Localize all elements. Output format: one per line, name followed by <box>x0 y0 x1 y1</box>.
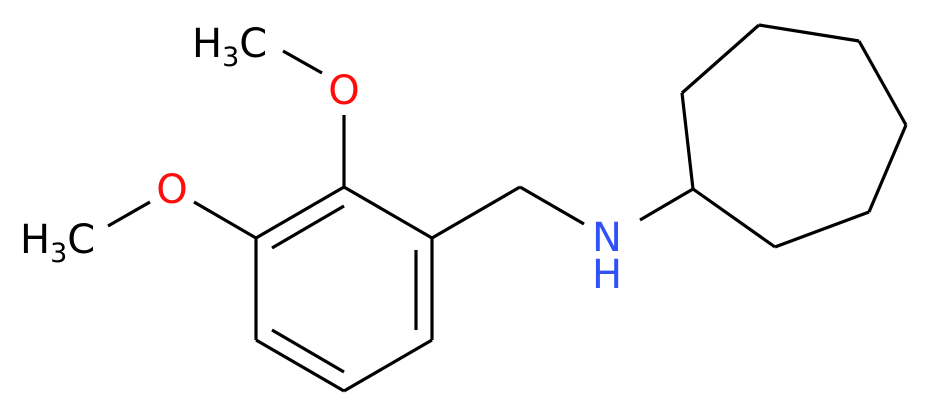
atom-labels: H3C O O H3C N H <box>20 21 622 298</box>
bond-hept-4 <box>857 40 908 126</box>
methyl-left-label: H3C <box>20 217 95 269</box>
bond-ring-inner-bottom <box>271 328 345 374</box>
bond-ring-inner-top <box>271 204 345 250</box>
bond-ring-top-right <box>343 185 433 240</box>
bond-ring-ch2 <box>431 185 521 240</box>
bond-o-left-ch3 <box>107 200 151 228</box>
nitrogen-label: N <box>592 215 622 261</box>
bond-ch2-n <box>519 185 585 226</box>
bond-hept-7 <box>692 187 776 249</box>
bond-hept-6 <box>774 210 870 249</box>
oxygen-top-label: O <box>328 68 359 114</box>
nitrogen-hydrogen-label: H <box>592 252 622 298</box>
bond-hept-3 <box>758 23 860 43</box>
oxygen-left-label: O <box>156 167 187 213</box>
bonds <box>107 23 908 393</box>
bond-ring-bottom-left <box>255 338 345 393</box>
bond-hept-5 <box>867 124 908 213</box>
bond-o-top-ch3 <box>282 49 323 75</box>
bond-ring-top-left <box>255 185 345 240</box>
bond-c3-o-left <box>193 200 257 240</box>
bond-hept-2 <box>680 23 761 95</box>
bond-n-cycloheptyl <box>639 187 694 222</box>
bond-hept-1 <box>680 92 695 190</box>
methyl-top-label: H3C <box>192 21 267 73</box>
bond-ring-bottom-right <box>343 338 433 393</box>
